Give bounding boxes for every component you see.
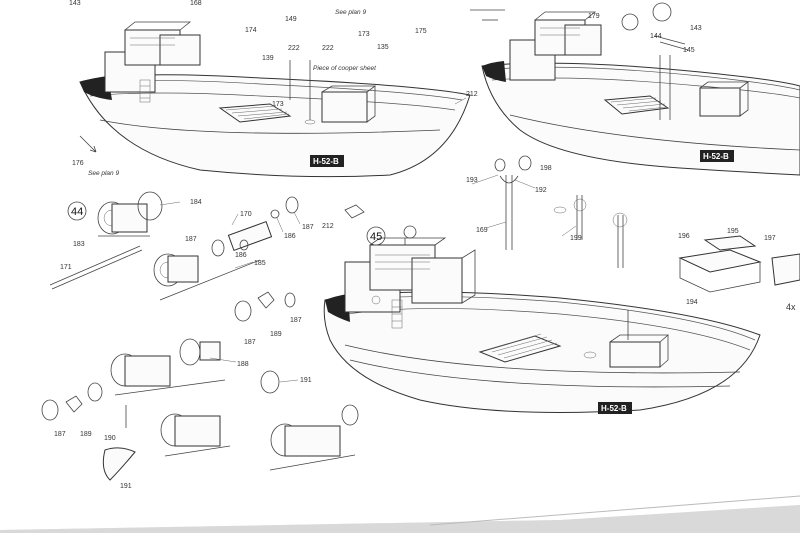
svg-text:198: 198 bbox=[540, 165, 552, 172]
svg-text:4x: 4x bbox=[786, 302, 796, 312]
svg-text:197: 197 bbox=[764, 235, 776, 242]
svg-text:See plan 9: See plan 9 bbox=[88, 170, 119, 177]
svg-text:194: 194 bbox=[686, 299, 698, 306]
registration-mark-1: H-52-B bbox=[310, 155, 344, 167]
svg-text:191: 191 bbox=[300, 377, 312, 384]
svg-text:192: 192 bbox=[535, 187, 547, 194]
svg-text:149: 149 bbox=[285, 16, 297, 23]
svg-text:187: 187 bbox=[244, 339, 256, 346]
svg-text:174: 174 bbox=[245, 27, 257, 34]
svg-text:189: 189 bbox=[80, 431, 92, 438]
svg-text:145: 145 bbox=[683, 47, 695, 54]
svg-text:183: 183 bbox=[73, 241, 85, 248]
svg-text:176: 176 bbox=[72, 160, 84, 167]
svg-text:188: 188 bbox=[237, 361, 249, 368]
right-parts bbox=[344, 155, 800, 293]
svg-text:169: 169 bbox=[476, 227, 488, 234]
svg-text:H-52-B: H-52-B bbox=[703, 152, 729, 161]
registration-mark-3: H-52-B bbox=[598, 402, 632, 414]
svg-text:H-52-B: H-52-B bbox=[313, 157, 339, 166]
svg-text:199: 199 bbox=[570, 235, 582, 242]
svg-text:179: 179 bbox=[588, 13, 600, 20]
step-44-parts bbox=[41, 191, 359, 481]
svg-text:187: 187 bbox=[54, 431, 66, 438]
svg-text:187: 187 bbox=[302, 224, 314, 231]
svg-text:212: 212 bbox=[322, 223, 334, 230]
svg-text:187: 187 bbox=[290, 317, 302, 324]
svg-text:187: 187 bbox=[185, 236, 197, 243]
svg-text:222: 222 bbox=[288, 45, 300, 52]
svg-text:195: 195 bbox=[727, 228, 739, 235]
step-44-marker bbox=[67, 201, 87, 221]
svg-text:See plan 9: See plan 9 bbox=[335, 9, 366, 16]
svg-text:168: 168 bbox=[190, 0, 202, 7]
registration-mark-2: H-52-B bbox=[700, 150, 734, 162]
svg-text:212: 212 bbox=[466, 91, 478, 98]
svg-text:175: 175 bbox=[415, 28, 427, 35]
svg-text:222: 222 bbox=[322, 45, 334, 52]
svg-text:184: 184 bbox=[190, 199, 202, 206]
svg-text:190: 190 bbox=[104, 435, 116, 442]
svg-text:H-52-B: H-52-B bbox=[601, 404, 627, 413]
svg-text:135: 135 bbox=[377, 44, 389, 51]
boat-top-left bbox=[79, 21, 471, 178]
svg-text:189: 189 bbox=[270, 331, 282, 338]
svg-text:143: 143 bbox=[690, 25, 702, 32]
svg-text:173: 173 bbox=[272, 101, 284, 108]
svg-text:170: 170 bbox=[240, 211, 252, 218]
svg-text:173: 173 bbox=[358, 31, 370, 38]
part-labels: 143 168 149 174 139 222 222 173 135 175 … bbox=[54, 0, 796, 490]
step-45-marker bbox=[366, 226, 386, 246]
svg-text:186: 186 bbox=[284, 233, 296, 240]
svg-text:171: 171 bbox=[60, 264, 72, 271]
svg-text:191: 191 bbox=[120, 483, 132, 490]
svg-text:Piece of cooper sheet: Piece of cooper sheet bbox=[313, 65, 377, 72]
svg-text:45: 45 bbox=[370, 231, 382, 243]
svg-text:186: 186 bbox=[235, 252, 247, 259]
svg-text:139: 139 bbox=[262, 55, 274, 62]
boat-top-right bbox=[470, 2, 800, 176]
svg-text:44: 44 bbox=[71, 206, 83, 218]
svg-text:144: 144 bbox=[650, 33, 662, 40]
svg-text:185: 185 bbox=[254, 260, 266, 267]
leader-lines bbox=[159, 97, 577, 383]
svg-text:143: 143 bbox=[69, 0, 81, 7]
svg-text:196: 196 bbox=[678, 233, 690, 240]
svg-text:193: 193 bbox=[466, 177, 478, 184]
boat-center bbox=[323, 225, 761, 413]
